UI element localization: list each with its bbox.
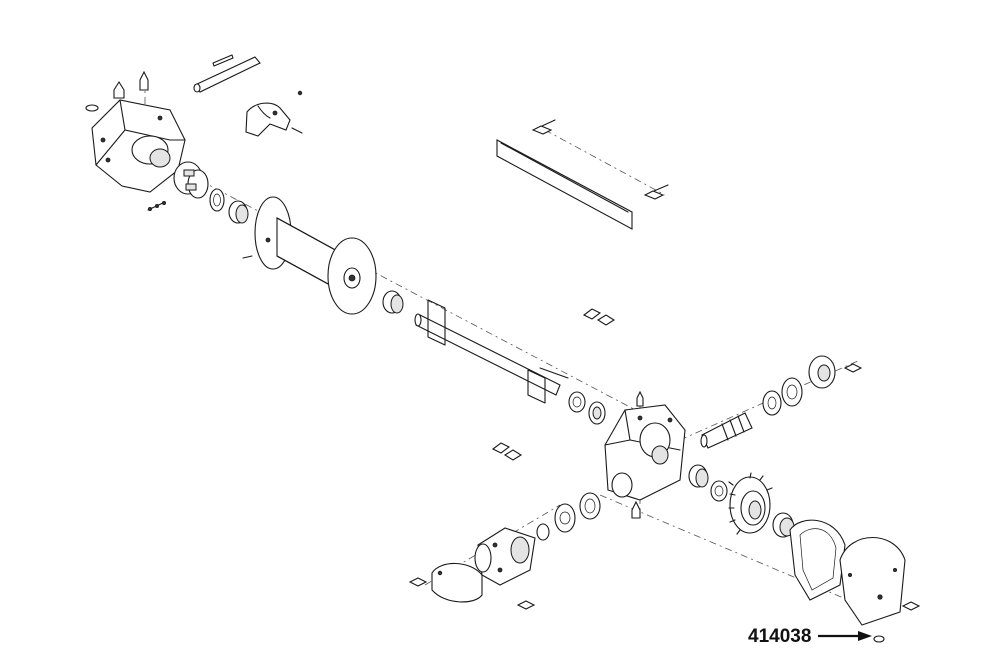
hydraulic-motor xyxy=(474,527,536,610)
clutch-bushing-bottom xyxy=(491,442,523,461)
small-screws-left xyxy=(147,200,166,211)
gear-spacers xyxy=(688,464,795,538)
cable-drum xyxy=(242,196,377,315)
clutch-bushing-top xyxy=(582,308,616,326)
callout-arrow-head xyxy=(858,631,872,641)
left-housing xyxy=(85,70,186,193)
gear-housing xyxy=(604,390,686,519)
worm-gear xyxy=(728,472,773,535)
drive-pin xyxy=(193,54,261,93)
mounting-bar xyxy=(496,119,669,230)
shifter-fork xyxy=(245,90,303,137)
coupling xyxy=(173,161,209,199)
bushing-left xyxy=(228,200,249,224)
motor-cover-plate xyxy=(408,562,483,603)
drum-shaft xyxy=(414,299,569,404)
worm-shaft xyxy=(700,412,753,449)
part-callout: 414038 xyxy=(748,626,872,647)
gear-cover xyxy=(839,537,921,643)
input-bearing xyxy=(536,492,601,541)
part-number-label: 414038 xyxy=(748,626,811,647)
seal-right xyxy=(781,377,803,407)
washer-left xyxy=(209,188,225,212)
bearing-right xyxy=(762,390,782,416)
shaft-washers xyxy=(568,391,606,425)
gear-gasket xyxy=(789,519,846,601)
drum-bushing xyxy=(382,290,404,314)
end-cap-right xyxy=(808,355,863,389)
